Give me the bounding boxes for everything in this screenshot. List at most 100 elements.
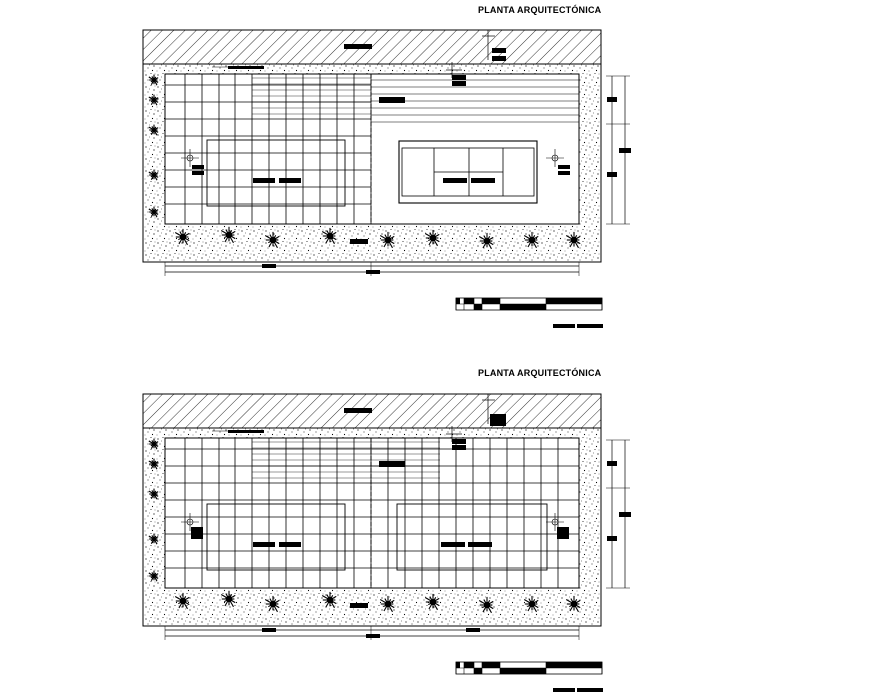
court-right-rect (396, 503, 548, 571)
shrub-icon (264, 595, 280, 613)
court-left-label (279, 178, 301, 183)
level-marker-icon (181, 149, 199, 167)
shrub-icon (321, 591, 337, 609)
label-block (464, 662, 474, 668)
lane-label-block (379, 97, 405, 103)
level-marker-icon (546, 149, 564, 167)
label-block (619, 512, 631, 517)
shrub-icon (148, 458, 159, 470)
court-left-label (279, 542, 301, 547)
shrub-icon (148, 169, 159, 181)
court-grid-left (165, 74, 372, 224)
label-block (191, 527, 203, 539)
top-label-block (228, 66, 264, 69)
shrub-icon (523, 595, 539, 613)
shrub-icon (478, 232, 494, 250)
scale-bar (455, 661, 603, 692)
label-block (492, 56, 506, 61)
shrub-icon (148, 570, 159, 582)
plan-title-top: PLANTA ARQUITECTÓNICA (478, 5, 602, 15)
shrub-icon (379, 595, 395, 613)
label-block (558, 171, 570, 175)
court-outline (164, 437, 580, 589)
label-block (192, 165, 204, 169)
shrub-icon (523, 231, 539, 249)
bottom-label-block (350, 239, 368, 244)
shrub-icon (148, 533, 159, 545)
shrub-icon (321, 227, 337, 245)
level-marker-icon (181, 513, 199, 531)
label-block (452, 439, 466, 444)
label-block (607, 461, 617, 466)
top-label-block (228, 430, 264, 433)
dimension-bottom (164, 626, 580, 640)
label-block (262, 264, 276, 268)
shrub-icon (148, 488, 159, 500)
label-block (577, 324, 603, 328)
label-block (262, 628, 276, 632)
label-block (482, 298, 500, 304)
label-block (607, 536, 617, 541)
label-block (553, 688, 575, 692)
shrub-icon (148, 206, 159, 218)
label-block (464, 298, 474, 304)
shrub-icon (220, 590, 236, 608)
court-left-label (253, 178, 275, 183)
label-block (558, 165, 570, 169)
court-right-label (441, 542, 465, 547)
court-right-label (443, 178, 467, 183)
label-block (466, 628, 480, 632)
wall-label-block (344, 44, 372, 49)
label-block (553, 324, 575, 328)
shrub-icon (424, 593, 440, 611)
court-left-rect (206, 139, 346, 207)
label-block (474, 304, 482, 310)
shrub-icon (174, 592, 190, 610)
label-block (557, 527, 569, 539)
bottom-label-block (350, 603, 368, 608)
label-block (492, 48, 506, 53)
court-left-rect (206, 503, 346, 571)
scale-bar (455, 297, 603, 328)
court-outline (164, 73, 580, 225)
label-block (482, 662, 500, 668)
shrub-icon (264, 231, 280, 249)
shrub-icon (148, 94, 159, 106)
shrub-icon (148, 74, 159, 86)
shrub-icon (478, 596, 494, 614)
label-block (366, 270, 380, 274)
label-block (456, 298, 460, 304)
plan-bottom (142, 393, 631, 692)
level-marker-icon (546, 513, 564, 531)
dimension-bottom (164, 262, 580, 276)
shrub-icon (148, 438, 159, 450)
court-grid-left (165, 438, 372, 588)
label-block (366, 634, 380, 638)
label-block (577, 688, 603, 692)
court-right-label (471, 178, 495, 183)
label-block (456, 662, 460, 668)
wall-label-block (344, 408, 372, 413)
court-grid-right (371, 438, 579, 588)
label-block (607, 97, 617, 102)
shrub-icon (220, 226, 236, 244)
label-block (452, 445, 466, 450)
shrub-icon (148, 124, 159, 136)
label-block (500, 304, 546, 310)
lane-label-block (379, 461, 405, 467)
label-block (452, 81, 466, 86)
label-block (452, 75, 466, 80)
dimension-right (606, 75, 631, 225)
label-block (619, 148, 631, 153)
shrub-icon (424, 229, 440, 247)
shrub-icon (565, 595, 581, 613)
label-block (607, 172, 617, 177)
label-block (474, 668, 482, 674)
label-block (500, 668, 546, 674)
court-right-label (468, 542, 492, 547)
court-right-rect (398, 140, 538, 204)
shrub-icon (174, 228, 190, 246)
label-block (192, 171, 204, 175)
plan-title-bottom: PLANTA ARQUITECTÓNICA (478, 368, 602, 378)
